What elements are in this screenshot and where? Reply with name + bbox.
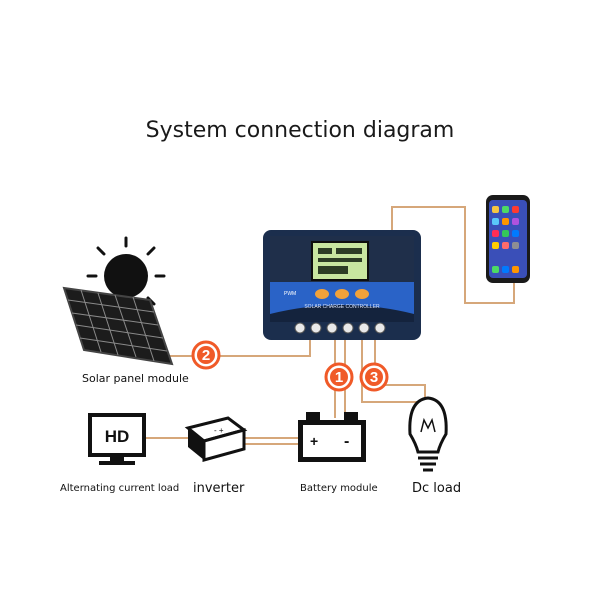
inverter-label: inverter — [193, 481, 245, 496]
battery-label: Battery module — [300, 483, 378, 494]
controller-button-1 — [315, 289, 329, 299]
step-number-3: 3 — [370, 369, 378, 386]
wire-phone — [391, 206, 515, 304]
battery-icon: + - — [298, 412, 366, 462]
dc-load-label: Dc load — [412, 481, 462, 496]
step-badge-3: 3 — [359, 362, 389, 392]
wire-dc-load-2 — [374, 338, 426, 398]
controller-terminals — [294, 322, 386, 334]
tv-screen-label: HD — [105, 427, 130, 446]
svg-text:+: + — [310, 433, 318, 449]
step-number-2: 2 — [202, 347, 210, 364]
solar-panel-icon — [62, 286, 174, 366]
sun-icon — [86, 236, 166, 306]
diagram-title: System connection diagram — [145, 118, 455, 143]
wire-solar — [170, 338, 311, 357]
inverter-icon: - + — [184, 416, 248, 462]
controller-brand: PWM — [284, 291, 296, 297]
step-number-1: 1 — [335, 369, 343, 386]
step-badge-2: 2 — [191, 340, 221, 370]
wires — [146, 206, 515, 445]
controller-product-line: SOLAR CHARGE CONTROLLER — [304, 304, 380, 310]
ac-load-label: Alternating current load — [60, 483, 180, 494]
svg-text:-: - — [344, 433, 349, 450]
tv-icon: HD — [88, 413, 146, 465]
solar-panel-label: Solar panel module — [82, 372, 189, 385]
controller-button-3 — [355, 289, 369, 299]
bulb-icon — [408, 396, 448, 472]
phone-icon — [486, 195, 530, 283]
charge-controller: PWM SOLAR CHARGE CONTROLLER — [263, 230, 421, 340]
svg-text:- +: - + — [214, 426, 224, 435]
step-badge-1: 1 — [324, 362, 354, 392]
controller-button-2 — [335, 289, 349, 299]
controller-buttons — [315, 289, 369, 299]
wire-dc-load-1 — [361, 338, 418, 403]
